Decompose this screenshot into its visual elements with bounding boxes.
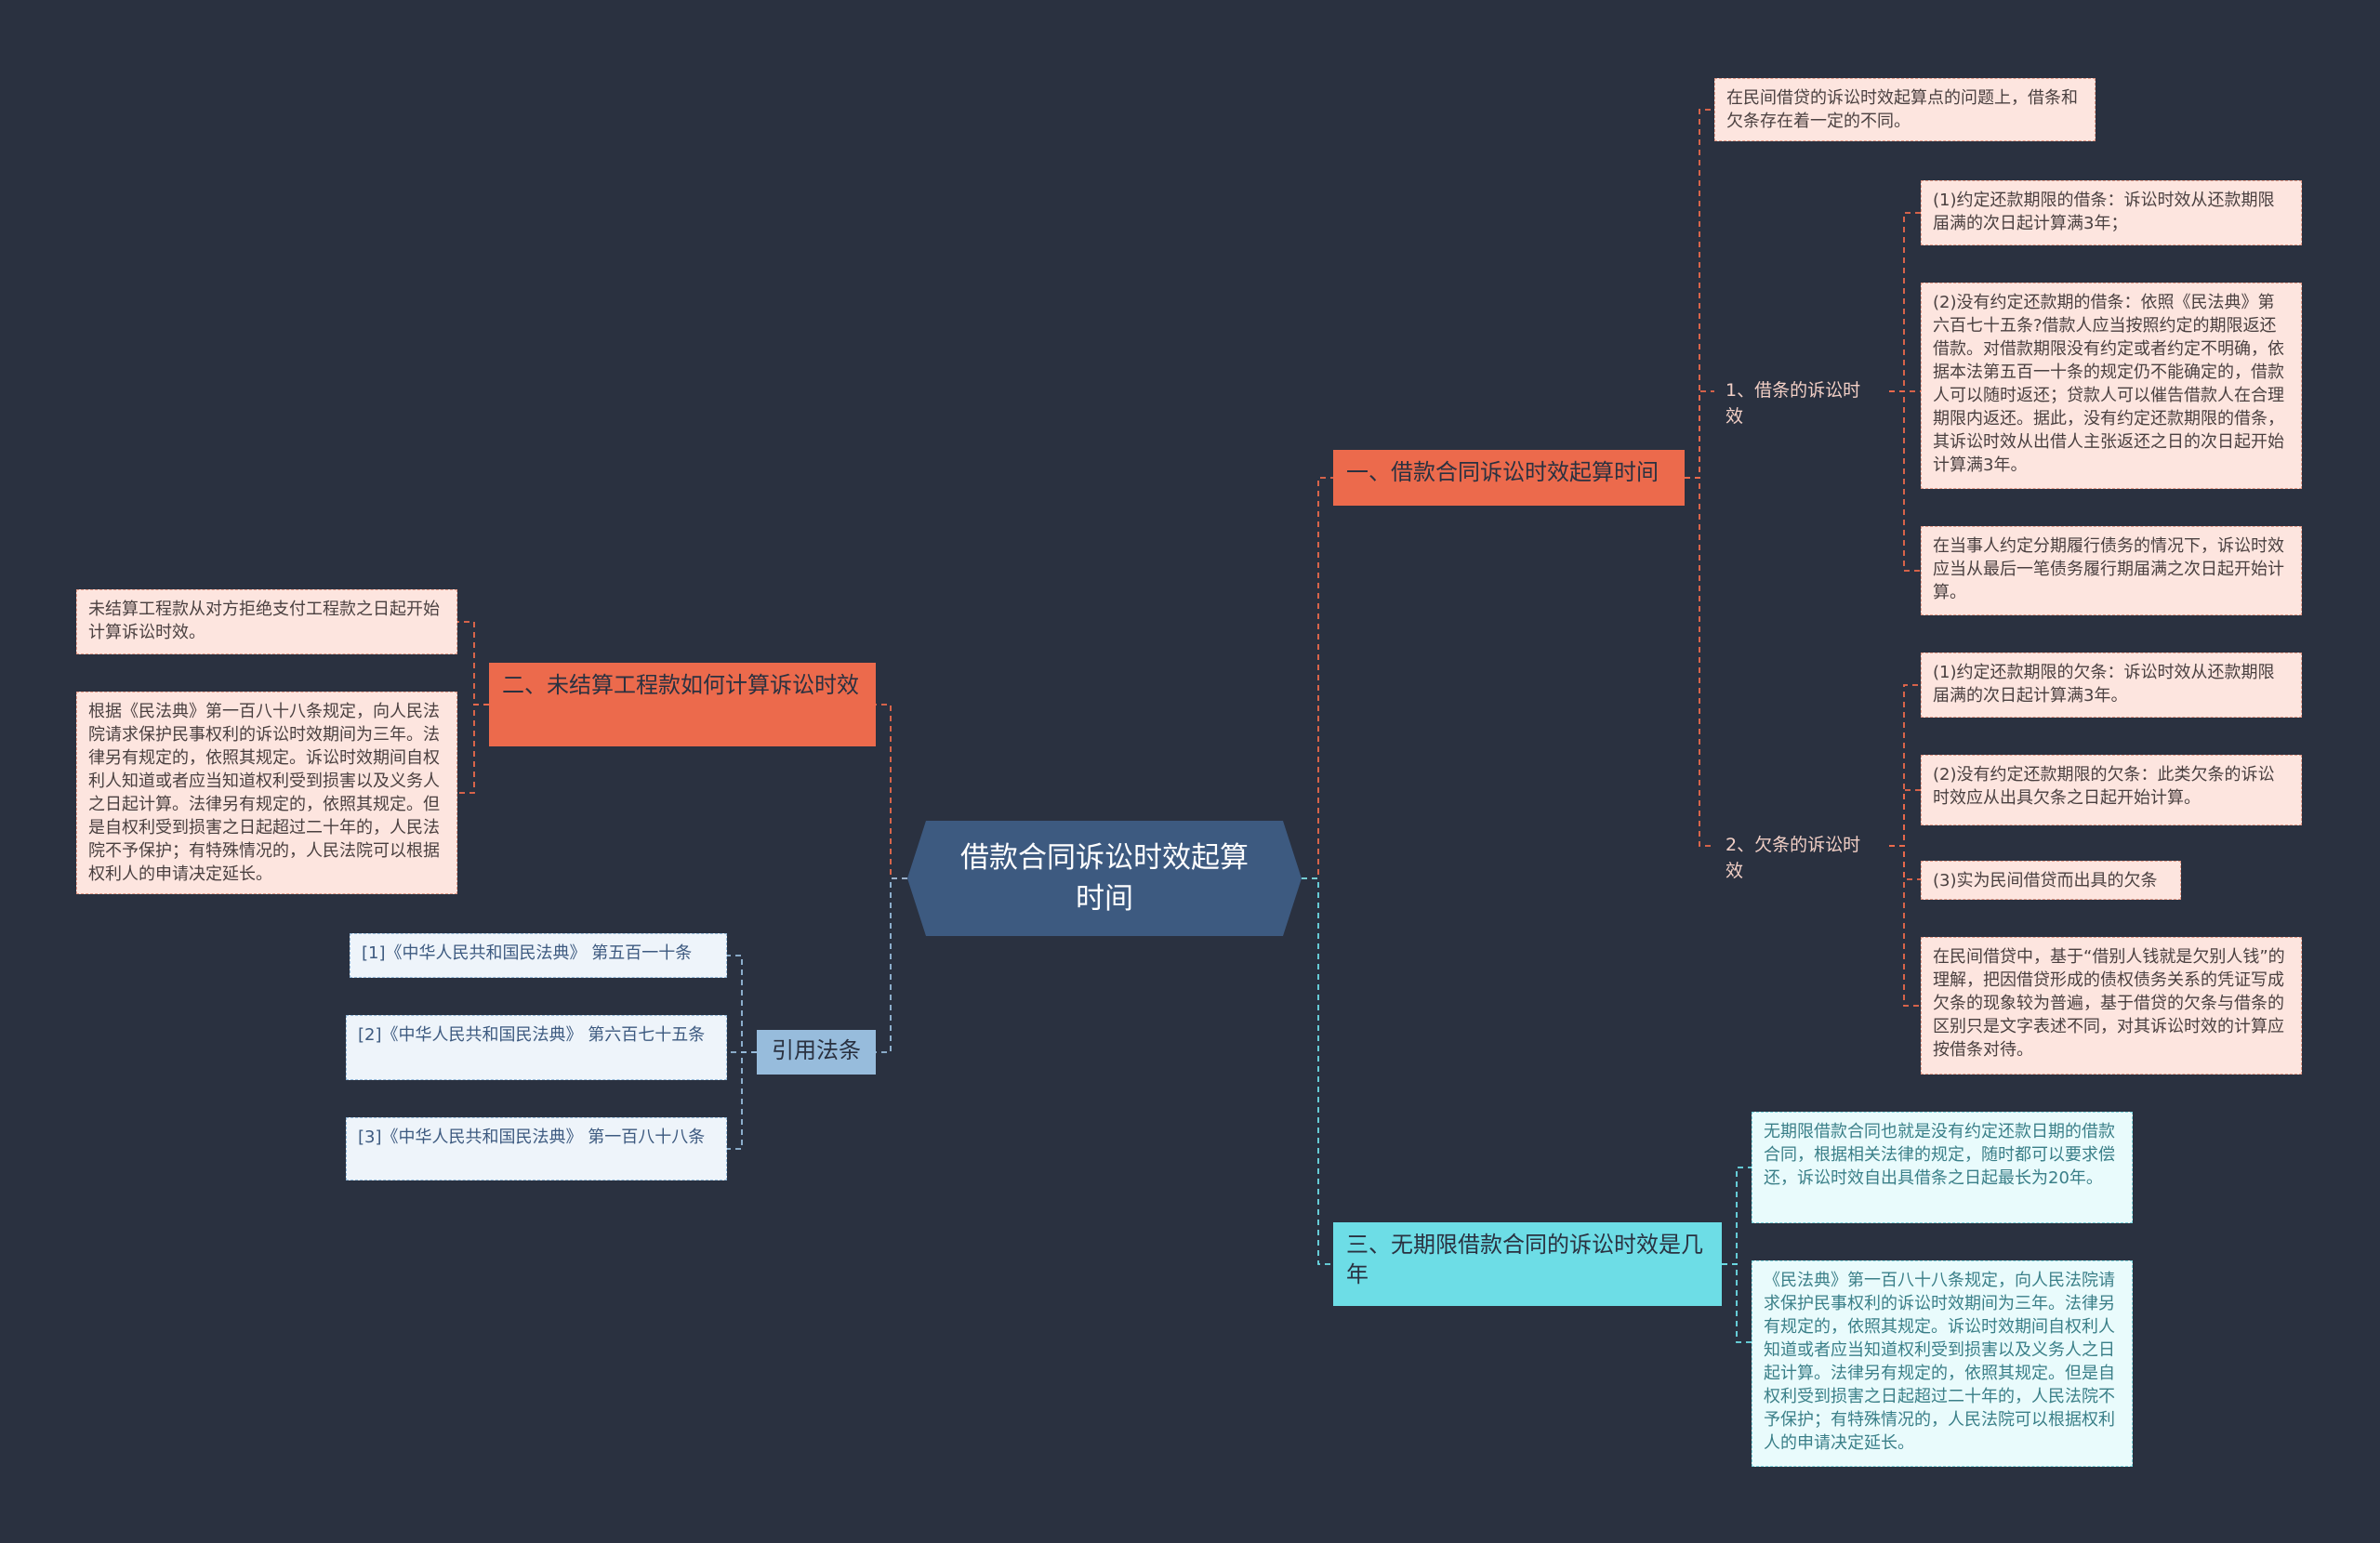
- sub2-leaf-3[interactable]: (3)实为民间借贷而出具的欠条: [1921, 861, 2181, 900]
- link-b4-leaf1: [727, 955, 757, 1053]
- branch3-node[interactable]: 三、无期限借款合同的诉讼时效是几年: [1333, 1222, 1722, 1306]
- link-b1-sub2: [1685, 477, 1714, 847]
- sub2-leaf-1[interactable]: (1)约定还款期限的欠条：诉讼时效从还款期限届满的次日起计算满3年。: [1921, 653, 2302, 718]
- branch4-leaf-2[interactable]: [2]《中华人民共和国民法典》 第六百七十五条: [346, 1015, 727, 1080]
- sub2-leaf-3-text: (3)实为民间借贷而出具的欠条: [1933, 871, 2158, 890]
- link-sub1-leaf3: [1889, 390, 1921, 572]
- link-b2-leaf2: [457, 704, 489, 794]
- link-center-branch1: [1302, 477, 1333, 879]
- branch2-label: 二、未结算工程款如何计算诉讼时效: [502, 672, 859, 698]
- branch4-leaf-1[interactable]: [1]《中华人民共和国民法典》 第五百一十条: [350, 933, 727, 978]
- sub2-leaf-4-text: 在民间借贷中，基于“借别人钱就是欠别人钱”的理解，把因借贷形成的债权债务关系的凭…: [1933, 947, 2285, 1060]
- link-b1-intro: [1685, 109, 1714, 479]
- link-center-branch2: [876, 704, 907, 879]
- sub2-leaf-2[interactable]: (2)没有约定还款期限的欠条：此类欠条的诉讼时效应从出具欠条之日起开始计算。: [1921, 755, 2302, 825]
- link-b3-leaf1: [1722, 1167, 1752, 1265]
- branch1-sub2-node[interactable]: 2、欠条的诉讼时效: [1714, 826, 1889, 881]
- link-sub1-leaf1: [1889, 212, 1921, 392]
- branch2-leaf-1-text: 未结算工程款从对方拒绝支付工程款之日起开始计算诉讼时效。: [88, 600, 440, 642]
- center-node[interactable]: 借款合同诉讼时效起算时间: [907, 821, 1302, 936]
- branch1-intro-text: 在民间借贷的诉讼时效起算点的问题上，借条和欠条存在着一定的不同。: [1726, 88, 2078, 131]
- branch3-leaf-1-text: 无期限借款合同也就是没有约定还款日期的借款合同，根据相关法律的规定，随时都可以要…: [1764, 1122, 2115, 1188]
- branch1-sub1-node[interactable]: 1、借条的诉讼时效: [1714, 372, 1889, 427]
- branch1-node[interactable]: 一、借款合同诉讼时效起算时间: [1333, 450, 1685, 506]
- branch2-leaf-2[interactable]: 根据《民法典》第一百八十八条规定，向人民法院请求保护民事权利的诉讼时效期间为三年…: [76, 692, 457, 894]
- branch3-label: 三、无期限借款合同的诉讼时效是几年: [1346, 1232, 1703, 1287]
- branch4-label: 引用法条: [772, 1037, 861, 1063]
- branch2-node[interactable]: 二、未结算工程款如何计算诉讼时效: [489, 663, 876, 746]
- link-b3-leaf2: [1722, 1263, 1752, 1343]
- sub2-leaf-2-text: (2)没有约定还款期限的欠条：此类欠条的诉讼时效应从出具欠条之日起开始计算。: [1933, 765, 2275, 808]
- link-sub2-leaf3: [1889, 845, 1921, 880]
- sub1-leaf-1[interactable]: (1)约定还款期限的借条：诉讼时效从还款期限届满的次日起计算满3年；: [1921, 180, 2302, 245]
- branch1-label: 一、借款合同诉讼时效起算时间: [1346, 459, 1659, 485]
- link-center-branch3: [1302, 877, 1333, 1265]
- branch2-leaf-2-text: 根据《民法典》第一百八十八条规定，向人民法院请求保护民事权利的诉讼时效期间为三年…: [88, 702, 440, 884]
- link-b4-leaf3: [727, 1051, 757, 1150]
- sub1-leaf-2-text: (2)没有约定还款期的借条：依照《民法典》第六百七十五条?借款人应当按照约定的期…: [1933, 293, 2284, 475]
- branch4-leaf-3[interactable]: [3]《中华人民共和国民法典》 第一百八十八条: [346, 1117, 727, 1180]
- branch1-intro-leaf[interactable]: 在民间借贷的诉讼时效起算点的问题上，借条和欠条存在着一定的不同。: [1714, 78, 2096, 141]
- sub2-leaf-4[interactable]: 在民间借贷中，基于“借别人钱就是欠别人钱”的理解，把因借贷形成的债权债务关系的凭…: [1921, 937, 2302, 1075]
- link-b2-leaf1: [457, 621, 489, 706]
- sub2-leaf-1-text: (1)约定还款期限的欠条：诉讼时效从还款期限届满的次日起计算满3年。: [1933, 663, 2275, 706]
- branch3-leaf-2[interactable]: 《民法典》第一百八十八条规定，向人民法院请求保护民事权利的诉讼时效期间为三年。法…: [1752, 1260, 2133, 1467]
- branch4-leaf-3-text: [3]《中华人民共和国民法典》 第一百八十八条: [358, 1128, 706, 1147]
- link-b1-sub1: [1685, 390, 1714, 479]
- center-node-label: 借款合同诉讼时效起算时间: [960, 841, 1249, 916]
- sub1-leaf-3-text: 在当事人约定分期履行债务的情况下，诉讼时效应当从最后一笔债务履行期届满之次日起开…: [1933, 536, 2284, 602]
- branch2-leaf-1[interactable]: 未结算工程款从对方拒绝支付工程款之日起开始计算诉讼时效。: [76, 589, 457, 654]
- link-center-branch4: [876, 877, 907, 1053]
- branch3-leaf-2-text: 《民法典》第一百八十八条规定，向人民法院请求保护民事权利的诉讼时效期间为三年。法…: [1764, 1271, 2115, 1453]
- sub1-leaf-1-text: (1)约定还款期限的借条：诉讼时效从还款期限届满的次日起计算满3年；: [1933, 191, 2275, 233]
- branch4-leaf-1-text: [1]《中华人民共和国民法典》 第五百一十条: [362, 943, 693, 963]
- link-sub2-leaf4: [1889, 845, 1921, 1007]
- sub1-leaf-2[interactable]: (2)没有约定还款期的借条：依照《民法典》第六百七十五条?借款人应当按照约定的期…: [1921, 283, 2302, 489]
- link-sub2-leaf1: [1889, 684, 1921, 847]
- branch4-node[interactable]: 引用法条: [757, 1030, 876, 1075]
- branch1-sub1-label: 1、借条的诉讼时效: [1726, 380, 1861, 427]
- link-sub2-leaf2: [1889, 789, 1921, 847]
- sub1-leaf-3[interactable]: 在当事人约定分期履行债务的情况下，诉讼时效应当从最后一笔债务履行期届满之次日起开…: [1921, 526, 2302, 615]
- branch4-leaf-2-text: [2]《中华人民共和国民法典》 第六百七十五条: [358, 1025, 706, 1045]
- branch1-sub2-label: 2、欠条的诉讼时效: [1726, 835, 1861, 881]
- branch3-leaf-1[interactable]: 无期限借款合同也就是没有约定还款日期的借款合同，根据相关法律的规定，随时都可以要…: [1752, 1112, 2133, 1223]
